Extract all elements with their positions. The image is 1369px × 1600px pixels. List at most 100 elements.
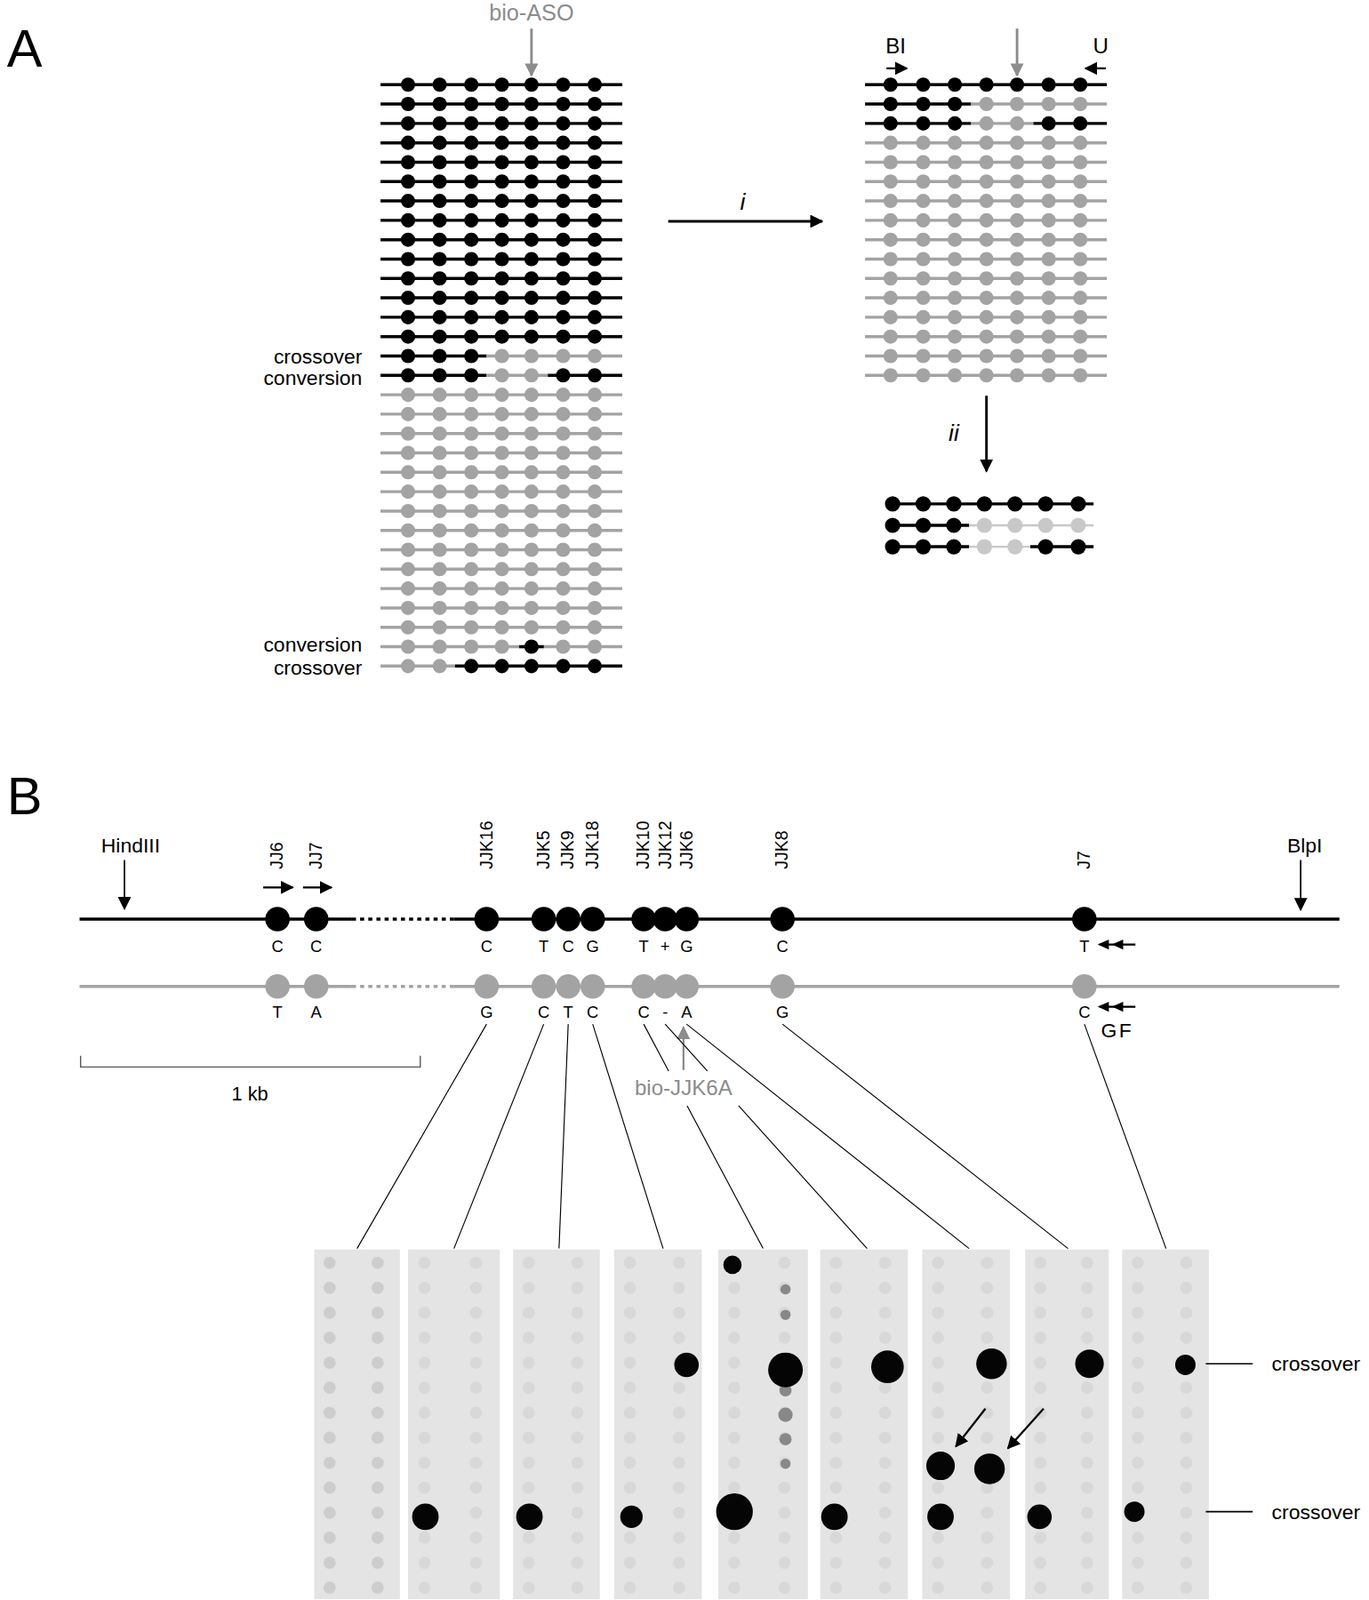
- faint-spot: [1180, 1406, 1193, 1419]
- faint-spot: [1131, 1457, 1145, 1470]
- snp-marker: [495, 464, 510, 480]
- faint-spot: [470, 1506, 483, 1520]
- faint-spot: [728, 1457, 741, 1470]
- snp-marker: [1041, 96, 1057, 112]
- faint-spot: [1080, 1306, 1094, 1320]
- snp-marker: [531, 974, 557, 1000]
- faint-spot: [371, 1281, 385, 1295]
- snp-marker: [1009, 271, 1025, 286]
- faint-spot: [418, 1481, 432, 1495]
- snp-marker: [400, 600, 416, 616]
- snp-marker: [495, 116, 510, 131]
- snp-marker: [945, 538, 961, 554]
- snp-marker: [915, 96, 930, 112]
- snp-marker: [1072, 154, 1088, 169]
- snp-marker: [587, 445, 602, 460]
- snp-marker: [915, 538, 931, 554]
- pointer-arrow: [1008, 1409, 1044, 1450]
- snp-marker: [400, 213, 416, 228]
- probe-arrow: [682, 1027, 685, 1071]
- site-arrow: [1299, 859, 1302, 910]
- snp-marker: [555, 232, 570, 248]
- faint-spot: [571, 1306, 585, 1320]
- snp-marker: [915, 517, 931, 533]
- snp-marker: [947, 290, 962, 305]
- snp-marker: [432, 116, 448, 131]
- faint-spot: [672, 1306, 686, 1320]
- snp-name: JJ6: [268, 841, 287, 869]
- snp-marker: [400, 484, 416, 499]
- snp-marker: [304, 906, 329, 932]
- blot-strip: [512, 1249, 601, 1600]
- snp-marker: [883, 154, 898, 169]
- faint-spot: [931, 1381, 945, 1394]
- snp-marker: [555, 906, 581, 932]
- weak-spot: [780, 1284, 791, 1295]
- faint-spot: [672, 1556, 686, 1570]
- snp-marker: [883, 116, 898, 131]
- snp-marker: [1009, 136, 1025, 151]
- snp-marker: [555, 542, 570, 557]
- snp-marker: [524, 387, 539, 402]
- snp-marker: [464, 464, 479, 480]
- snp-marker: [555, 561, 570, 577]
- snp-marker: [1072, 290, 1088, 305]
- snp-marker: [587, 640, 602, 655]
- leader-line: [686, 1024, 969, 1249]
- snp-marker: [915, 348, 930, 363]
- faint-spot: [371, 1406, 385, 1419]
- snp-marker: [1072, 368, 1088, 383]
- faint-spot: [571, 1531, 585, 1545]
- snp-marker: [1070, 538, 1086, 554]
- leader-line: [782, 1024, 1068, 1249]
- faint-spot: [522, 1581, 536, 1594]
- snp-marker: [524, 154, 539, 169]
- snp-marker: [495, 154, 510, 169]
- probe-arrow: [1016, 28, 1019, 76]
- snp-marker: [524, 523, 539, 538]
- snp-marker: [495, 561, 510, 577]
- snp-marker: [631, 974, 657, 1000]
- allele: C: [480, 938, 493, 955]
- snp-marker: [555, 96, 570, 112]
- snp-marker: [587, 387, 602, 402]
- snp-marker: [432, 368, 448, 383]
- snp-marker: [524, 542, 539, 557]
- snp-marker: [495, 213, 510, 228]
- snp-marker: [652, 974, 678, 1000]
- allele: C: [271, 938, 283, 955]
- snp-marker: [587, 407, 602, 422]
- snp-marker: [883, 271, 898, 286]
- faint-spot: [371, 1256, 385, 1270]
- snp-marker: [1041, 232, 1057, 248]
- snp-marker: [947, 96, 962, 112]
- faint-spot: [1080, 1432, 1094, 1445]
- snp-marker: [1070, 496, 1086, 512]
- faint-spot: [1131, 1432, 1145, 1445]
- snp-marker: [555, 484, 570, 499]
- snp-marker: [464, 387, 479, 402]
- faint-spot: [371, 1581, 385, 1594]
- faint-spot: [470, 1432, 483, 1445]
- faint-spot: [931, 1281, 945, 1295]
- snp-marker: [400, 136, 416, 151]
- snp-marker: [464, 174, 479, 189]
- snp-marker: [432, 523, 448, 538]
- snp-marker: [915, 271, 930, 286]
- faint-spot: [371, 1457, 385, 1470]
- faint-spot: [470, 1356, 483, 1369]
- snp-marker: [400, 368, 416, 383]
- allele: C: [1078, 1004, 1090, 1021]
- faint-spot: [1180, 1581, 1193, 1594]
- snp-marker: [883, 193, 898, 209]
- faint-spot: [981, 1531, 994, 1545]
- faint-spot: [1033, 1356, 1047, 1369]
- snp-marker: [883, 174, 898, 189]
- snp-marker: [947, 174, 962, 189]
- snp-marker: [1009, 96, 1025, 112]
- faint-spot: [981, 1281, 994, 1295]
- snp-marker: [1072, 96, 1088, 112]
- snp-marker: [979, 136, 994, 151]
- faint-spot: [522, 1306, 536, 1320]
- snp-marker: [587, 77, 602, 92]
